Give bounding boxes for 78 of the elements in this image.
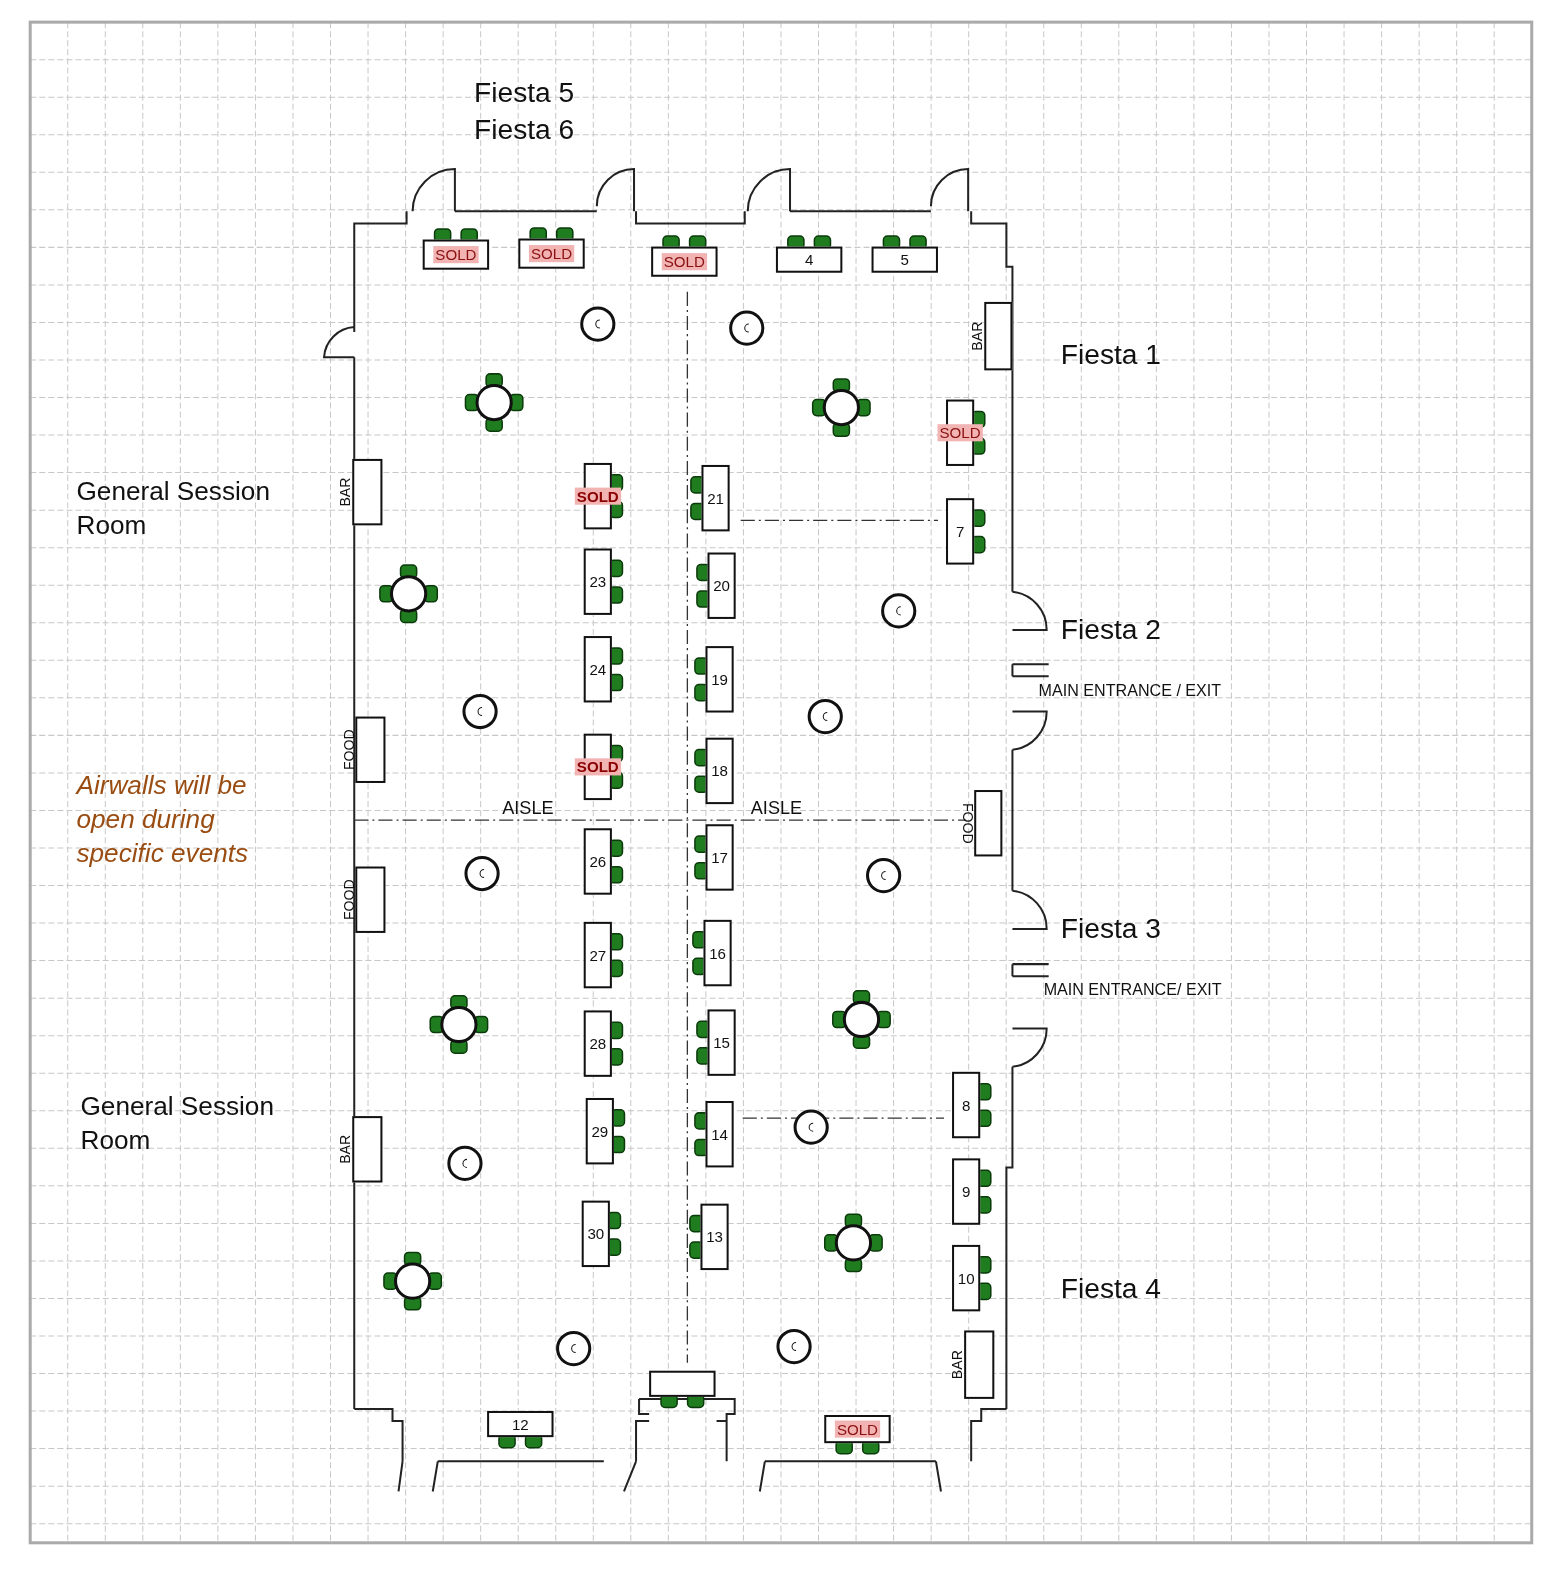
booth-number: 28	[589, 1036, 607, 1052]
booth-table	[583, 921, 612, 989]
booth-table	[422, 239, 490, 270]
room-name: Fiesta 5	[474, 75, 575, 110]
food-label: FOOD	[341, 879, 356, 921]
booth-number: 14	[711, 1126, 728, 1142]
booth-table	[487, 1410, 554, 1438]
booth-table	[649, 1370, 716, 1397]
booth-table	[703, 919, 732, 987]
booth-table	[705, 646, 734, 713]
room-name: General Session Room	[76, 475, 271, 543]
entrance-label: MAIN ENTRANCE / EXIT	[1038, 681, 1222, 702]
booth-number: 8	[961, 1097, 971, 1113]
booth-number: 27	[589, 947, 607, 963]
booth-table	[775, 246, 843, 273]
room-name: Fiesta 2	[1060, 612, 1161, 648]
booth-table	[824, 1415, 891, 1444]
food-label: FOOD	[341, 729, 356, 771]
booth-number: 4	[804, 252, 814, 268]
booth-number: 20	[713, 578, 730, 594]
booth-table	[946, 498, 975, 565]
entrance-label: MAIN ENTRANCE/ EXIT	[1043, 980, 1222, 1001]
bar-label: BAR	[970, 321, 985, 351]
booth-number: 23	[589, 574, 607, 590]
aisle-label: AISLE	[750, 797, 803, 821]
booth-number: 29	[591, 1123, 609, 1139]
booth-number: 5	[900, 252, 909, 268]
sold-label: SOLD	[834, 1420, 881, 1438]
booth-number: 7	[955, 523, 965, 539]
booth-number: 9	[961, 1184, 971, 1200]
booth-table	[871, 246, 938, 273]
room-name: Fiesta 4	[1060, 1272, 1161, 1307]
booth-table	[952, 1158, 981, 1225]
booth-table	[705, 1101, 734, 1168]
booth-table	[581, 1200, 610, 1268]
booth-table	[583, 828, 612, 895]
booth-number: 10	[957, 1270, 975, 1286]
booth-table	[952, 1071, 981, 1139]
booth-number: 18	[711, 763, 728, 779]
booth-table	[651, 246, 718, 277]
booth-number: 15	[713, 1035, 730, 1051]
room-name: Fiesta 3	[1060, 911, 1161, 946]
booth-number: 24	[589, 661, 607, 677]
aisle-label: AISLE	[502, 797, 554, 821]
room-name: General Session Room	[80, 1089, 275, 1158]
bar-label: BAR	[338, 477, 353, 507]
note-text: Airwalls will be open during specific events	[76, 768, 250, 871]
booth-table	[701, 464, 730, 532]
booth-table	[518, 238, 585, 269]
bar-label: BAR	[950, 1350, 965, 1380]
sold-label: SOLD	[433, 246, 479, 264]
booth-number: 13	[706, 1229, 723, 1245]
booth-number: 12	[511, 1416, 529, 1432]
booth-table	[583, 1010, 612, 1077]
booth-number: 17	[711, 849, 728, 865]
sold-label: SOLD	[661, 253, 707, 271]
booth-table	[705, 737, 734, 805]
food-label: FOOD	[960, 802, 975, 844]
booth-table	[707, 552, 736, 619]
booth-table	[585, 1098, 614, 1165]
booth-number: 16	[709, 945, 726, 961]
booth-table	[583, 548, 612, 615]
booth-table	[583, 636, 612, 703]
booth-table	[952, 1244, 981, 1312]
booth-table	[707, 1009, 736, 1076]
room-name: Fiesta 6	[474, 112, 575, 147]
booth-table	[705, 824, 734, 891]
booth-table	[700, 1203, 729, 1271]
sold-label: SOLD	[528, 245, 575, 263]
booth-number: 21	[707, 490, 724, 506]
sold-label: SOLD	[937, 424, 983, 442]
booth-number: 30	[587, 1226, 605, 1242]
booth-number: 19	[711, 671, 728, 687]
room-name: Fiesta 1	[1060, 338, 1161, 373]
sold-label: SOLD	[574, 487, 621, 505]
bar-label: BAR	[338, 1134, 353, 1164]
booth-number: 26	[589, 853, 607, 870]
sold-label: SOLD	[574, 758, 621, 776]
